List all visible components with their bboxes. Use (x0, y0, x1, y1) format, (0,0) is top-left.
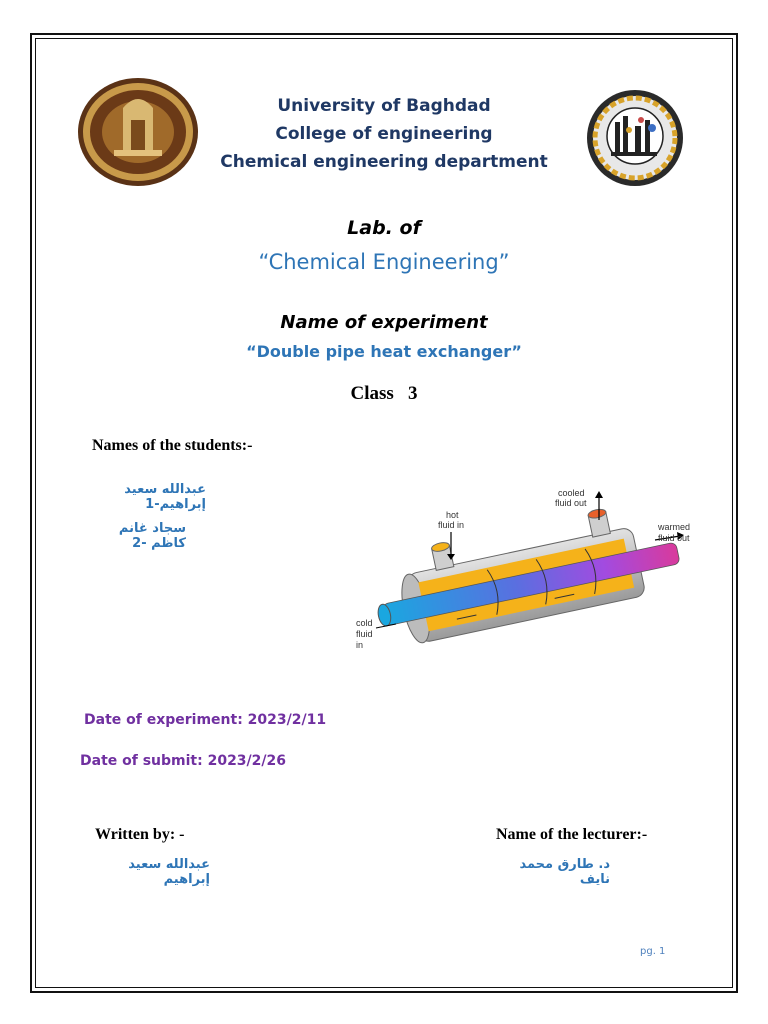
label-cooled: cooled (558, 488, 585, 498)
written-by-heading: Written by: - (95, 826, 185, 843)
class-line: Class 3 (350, 383, 418, 404)
page-border-inner (35, 38, 733, 988)
page-number: pg. 1 (640, 946, 666, 957)
label-cold-fluid: fluid (356, 629, 373, 639)
label-hot-fluid-in: fluid in (438, 520, 464, 530)
university-seal-logo (78, 78, 198, 186)
label-hot: hot (446, 510, 459, 520)
department-name: Chemical engineering department (220, 152, 548, 172)
university-name: University of Baghdad (277, 96, 491, 116)
heat-exchanger-diagram: hot fluid in cooled fluid out warmed flu… (356, 488, 690, 650)
students-heading: Names of the students:- (92, 437, 253, 454)
lecturer-name: د. طارق محمد نايف (519, 857, 610, 887)
experiment-heading: Name of experiment (280, 312, 488, 333)
college-name: College of engineering (275, 124, 493, 144)
label-cold-in: in (356, 640, 363, 650)
date-of-submit: Date of submit: 2023/2/26 (80, 753, 287, 769)
student-name-1: عبدالله سعيد إبراهيم-1 (124, 482, 206, 512)
experiment-name: “Double pipe heat exchanger” (246, 342, 522, 361)
label-cooled-fluid-out: fluid out (555, 498, 587, 508)
date-of-experiment: Date of experiment: 2023/2/11 (84, 712, 327, 728)
lab-heading: Lab. of (347, 217, 421, 239)
label-cold: cold (356, 618, 373, 628)
lab-name: “Chemical Engineering” (258, 250, 510, 274)
student-name-2: سجاد غانم كاظم -2 (118, 521, 186, 551)
lecturer-heading: Name of the lecturer:- (496, 826, 648, 843)
label-warmed: warmed (657, 522, 690, 532)
label-warmed-fluid-out: fluid out (658, 533, 690, 543)
department-seal-logo (587, 90, 683, 186)
page-border-outer (30, 33, 738, 993)
written-by-name: عبدالله سعيد إبراهيم (128, 857, 210, 887)
